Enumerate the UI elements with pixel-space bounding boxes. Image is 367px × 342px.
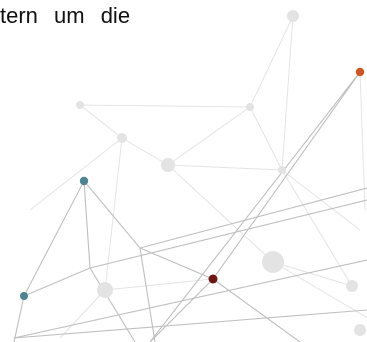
slide-text-fragment: tern um die bbox=[0, 3, 131, 28]
faint-node bbox=[278, 166, 286, 174]
accent-nodes bbox=[20, 67, 365, 300]
faint-lines bbox=[29, 15, 367, 339]
faint-node bbox=[97, 282, 113, 298]
faint-node bbox=[262, 251, 284, 273]
teal-node-lower bbox=[20, 292, 28, 300]
faint-node bbox=[354, 324, 366, 336]
faint-node bbox=[117, 133, 127, 143]
faint-node bbox=[287, 10, 299, 22]
faint-node bbox=[246, 103, 254, 111]
faint-node bbox=[346, 280, 358, 292]
orange-node bbox=[355, 67, 365, 77]
dark-red-node bbox=[208, 274, 218, 284]
faint-node bbox=[76, 101, 84, 109]
teal-node-upper bbox=[79, 176, 89, 186]
faint-nodes bbox=[76, 10, 366, 336]
faint-node bbox=[161, 158, 175, 172]
main-lines bbox=[13, 71, 367, 342]
